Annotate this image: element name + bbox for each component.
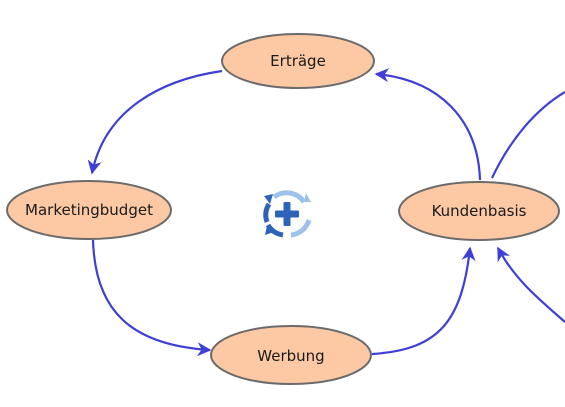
link-kundenbasis-to-ertraege (374, 68, 482, 181)
node-werbung-label: Werbung (257, 347, 324, 365)
link-offscreen-to-kundenbasis (497, 246, 565, 323)
link-werbung-to-kundenbasis (371, 246, 476, 356)
link-marketingbudget-to-werbung (91, 239, 212, 357)
link-ertraege-to-marketingbudget (87, 69, 223, 175)
node-ertraege-label: Erträge (270, 52, 326, 70)
reinforcing-loop-icon (263, 190, 312, 238)
node-werbung[interactable]: Werbung (210, 325, 372, 385)
node-ertraege[interactable]: Erträge (221, 33, 375, 89)
node-marketingbudget-label: Marketingbudget (25, 201, 153, 219)
link-kundenbasis-offscreen-out (491, 91, 565, 179)
node-kundenbasis-label: Kundenbasis (432, 202, 527, 220)
node-kundenbasis[interactable]: Kundenbasis (398, 181, 560, 241)
node-marketingbudget[interactable]: Marketingbudget (6, 180, 172, 240)
